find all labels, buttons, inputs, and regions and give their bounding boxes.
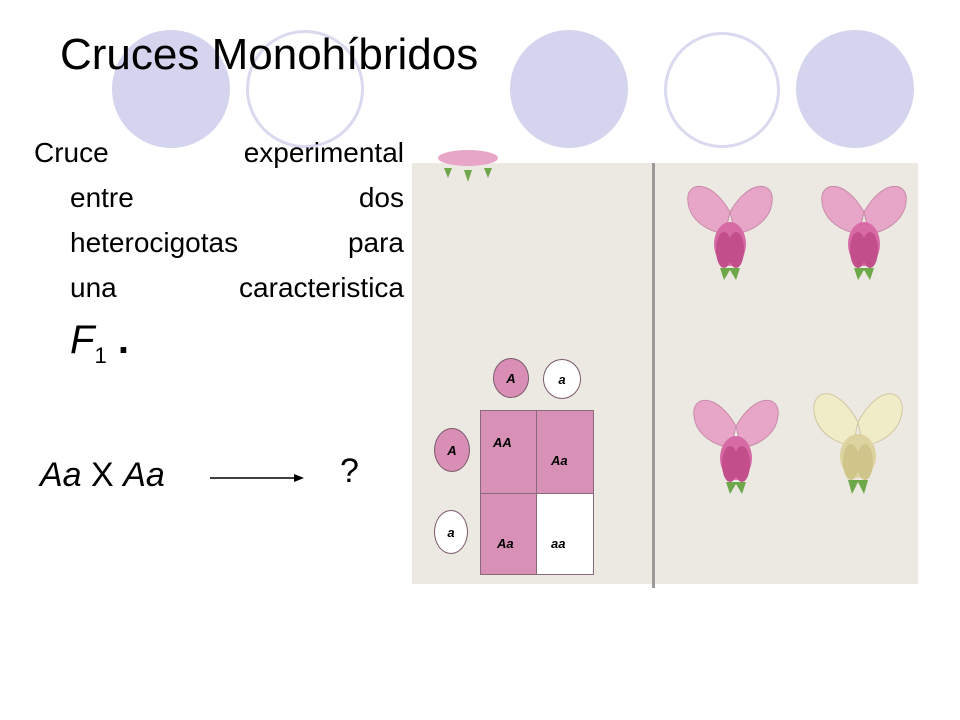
cross-equation: Aa X Aa bbox=[40, 456, 165, 495]
punnett-cell: Aa bbox=[536, 410, 594, 494]
cell-genotype: AA bbox=[493, 435, 512, 450]
top-allele-recessive: a bbox=[543, 359, 581, 399]
cross-result: ? bbox=[340, 452, 359, 490]
slide-body: Cruce experimental entre dos heterocigot… bbox=[34, 130, 404, 310]
pea-flower-icon bbox=[687, 185, 773, 280]
punnett-cell: aa bbox=[536, 493, 594, 575]
f1-generation-label: F1 . bbox=[70, 318, 129, 368]
decor-ring bbox=[246, 30, 364, 148]
cross-right-genotype: Aa bbox=[123, 456, 165, 494]
body-line: Cruce experimental bbox=[34, 137, 404, 168]
punnett-cell: AA bbox=[480, 410, 537, 494]
side-allele-dominant: A bbox=[434, 428, 470, 472]
f1-period: . bbox=[117, 318, 129, 362]
pea-flower-icon bbox=[813, 393, 903, 494]
cross-left-genotype: Aa bbox=[40, 456, 82, 494]
decor-circle bbox=[510, 30, 628, 148]
f1-symbol: F bbox=[70, 318, 95, 362]
punnett-cell: Aa bbox=[480, 493, 537, 575]
cross-operator: X bbox=[91, 456, 114, 494]
decor-ring bbox=[664, 32, 780, 148]
right-arrow-icon bbox=[210, 474, 304, 482]
figure-divider bbox=[652, 163, 655, 588]
decor-circle bbox=[796, 30, 914, 148]
side-allele-recessive: a bbox=[434, 510, 468, 554]
f1-subscript: 1 bbox=[94, 343, 107, 368]
cell-genotype: aa bbox=[551, 536, 566, 551]
slide-title: Cruces Monohíbridos bbox=[60, 30, 479, 79]
body-line: heterocigotas para bbox=[70, 227, 404, 258]
top-allele-dominant: A bbox=[493, 358, 529, 398]
body-line: entre dos bbox=[70, 182, 404, 213]
pea-flower-icon bbox=[438, 150, 498, 182]
cell-genotype: Aa bbox=[497, 536, 514, 551]
pea-flower-icon bbox=[693, 399, 779, 494]
body-line: una caracteristica bbox=[70, 272, 404, 303]
decor-circle bbox=[112, 30, 230, 148]
pea-flower-icon bbox=[821, 185, 907, 280]
cell-genotype: Aa bbox=[551, 453, 568, 468]
